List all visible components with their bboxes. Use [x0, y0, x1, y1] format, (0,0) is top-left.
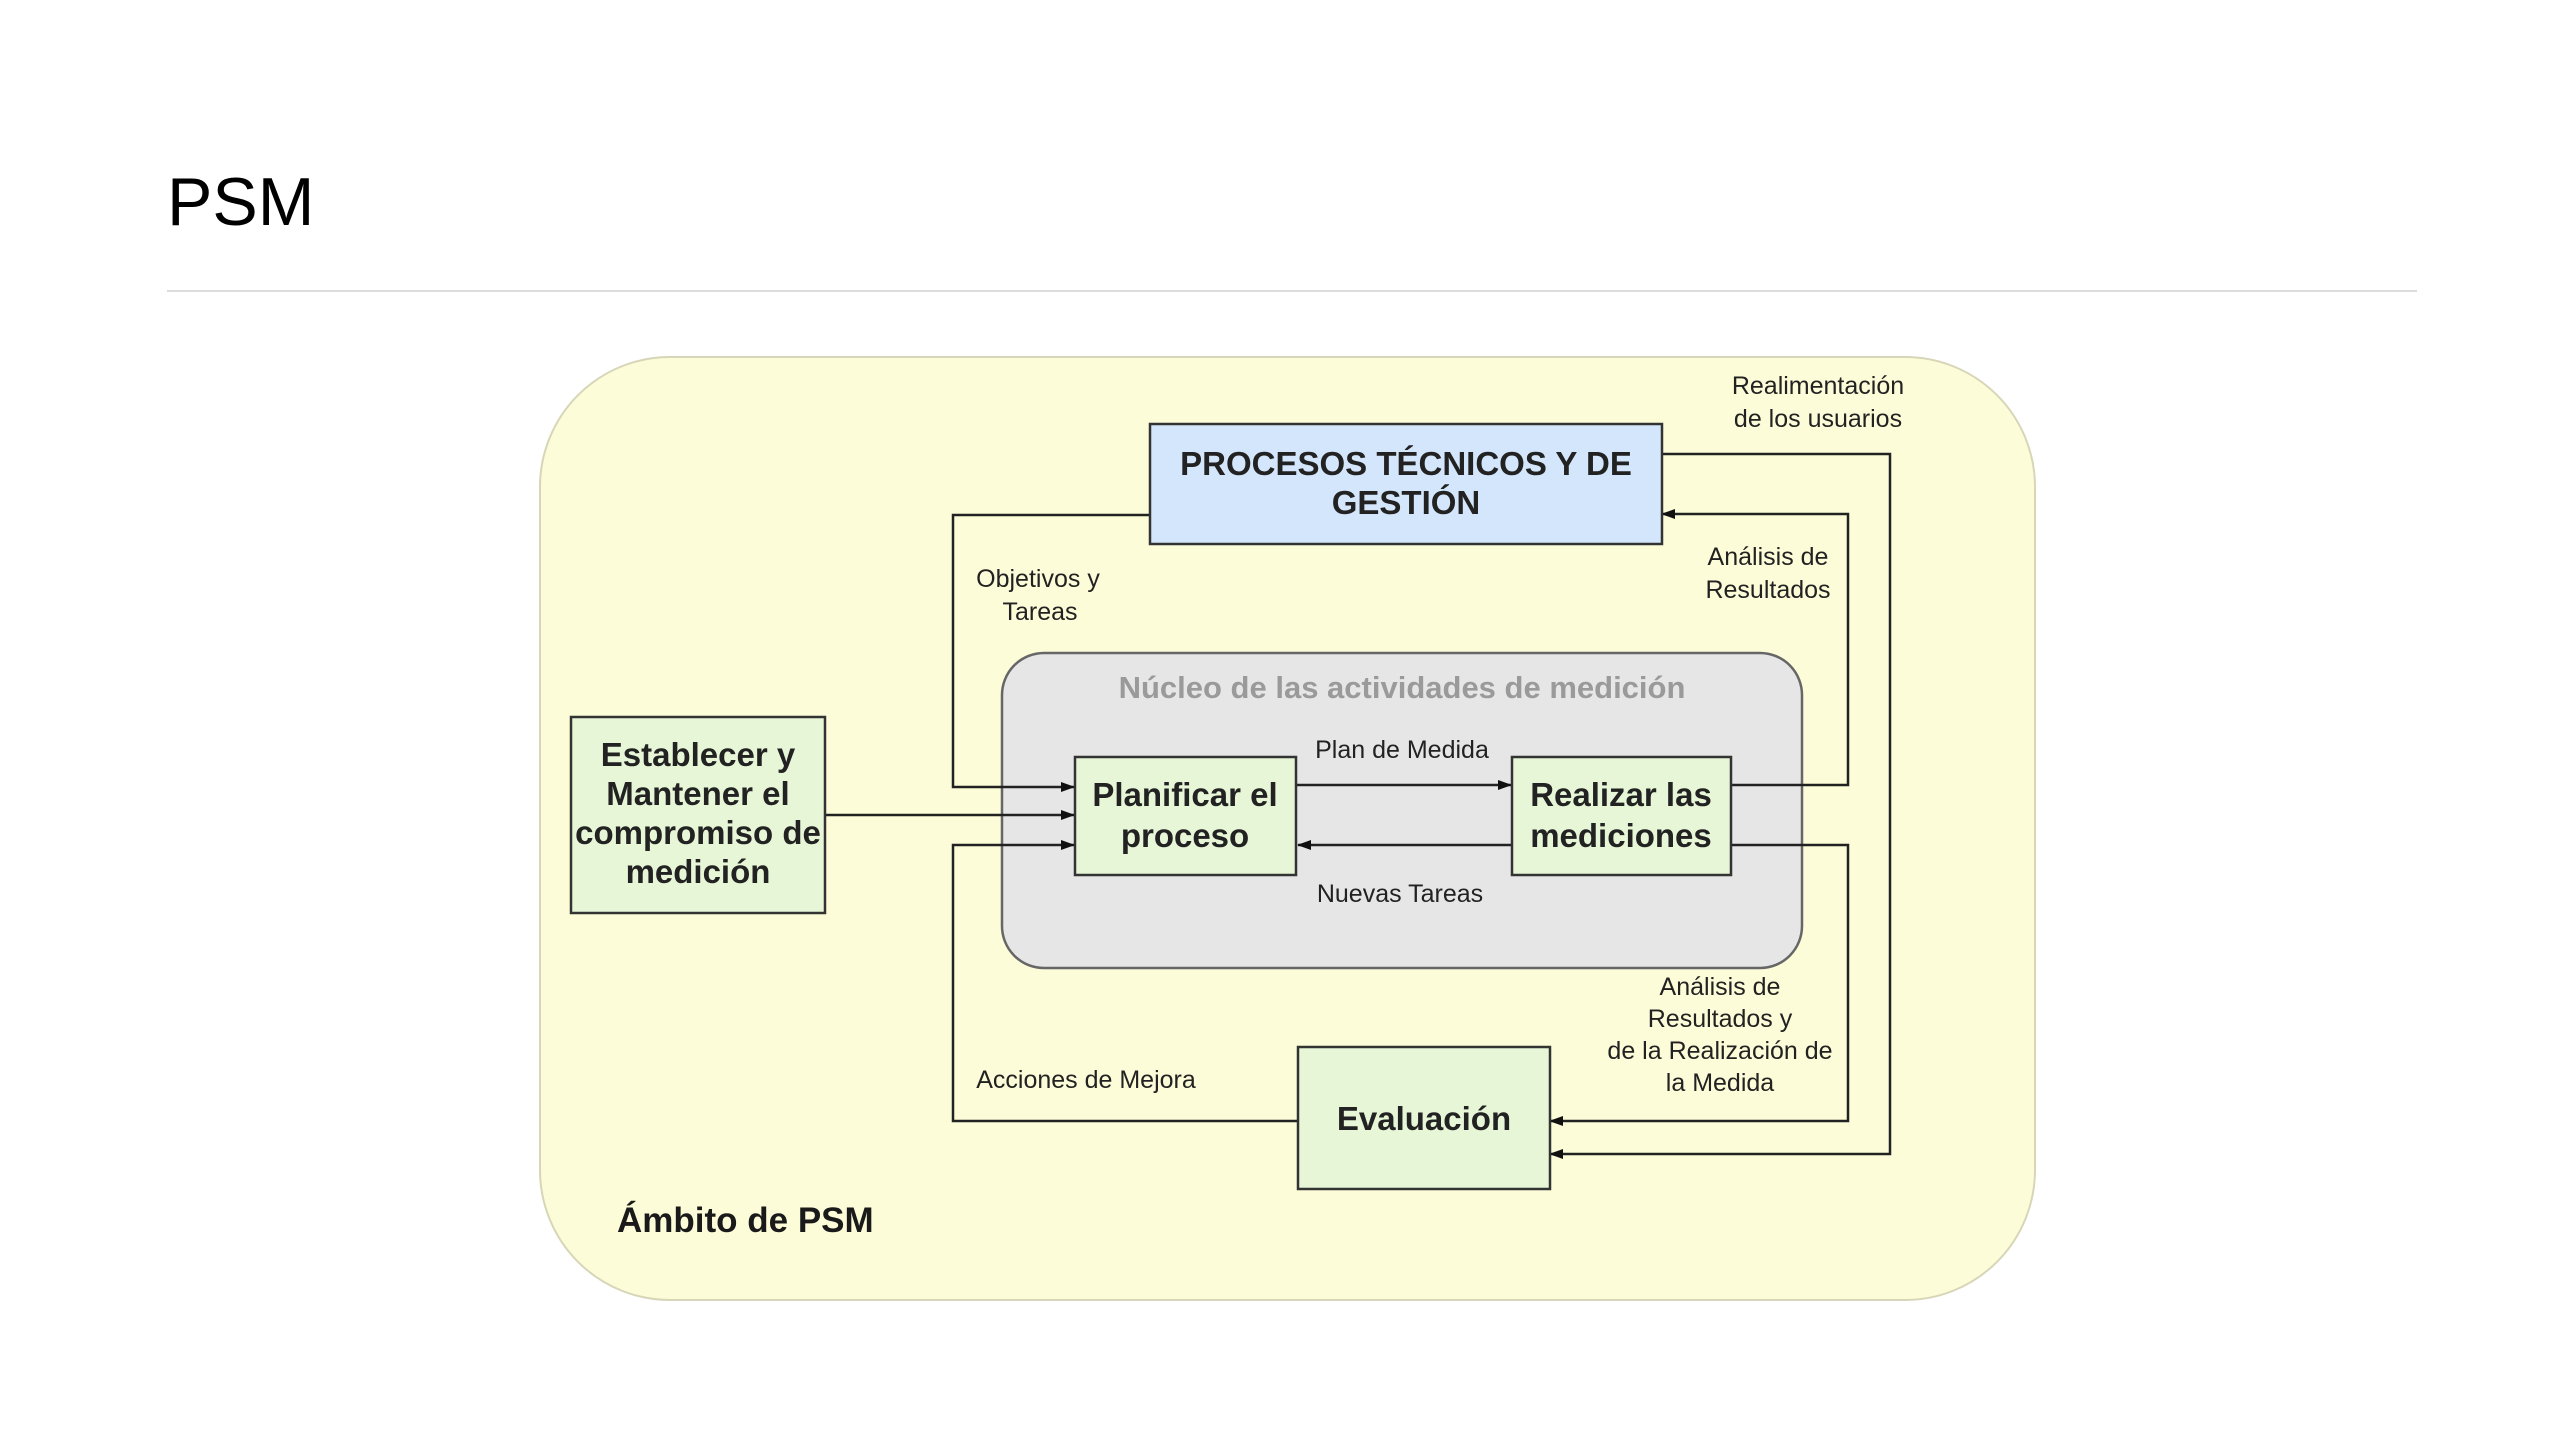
procesos-line-2: GESTIÓN — [1332, 484, 1481, 521]
label-plan-medida: Plan de Medida — [1315, 736, 1489, 764]
establecer-line-4: medición — [626, 853, 771, 890]
core-title: Núcleo de las actividades de medición — [1119, 670, 1686, 705]
label-objetivos-1: Objetivos y — [976, 565, 1100, 593]
label-analisis-realizacion-4: la Medida — [1666, 1069, 1774, 1097]
evaluacion-box: Evaluación — [1296, 1045, 1552, 1191]
connector-realimentacion — [1549, 452, 1892, 1159]
connector-acciones — [951, 840, 1298, 1123]
planificar-line-2: proceso — [1121, 817, 1249, 854]
realizar-box: Realizar las mediciones — [1510, 755, 1733, 877]
scope-label: Ámbito de PSM — [617, 1200, 874, 1240]
page-title: PSM — [167, 164, 315, 240]
establecer-box: Establecer y Mantener el compromiso de m… — [569, 715, 827, 915]
establecer-line-1: Establecer y — [601, 736, 796, 773]
label-analisis-realizacion-2: Resultados y — [1648, 1005, 1793, 1033]
label-realimentacion-2: de los usuarios — [1734, 405, 1902, 433]
label-analisis-2: Resultados — [1705, 576, 1830, 604]
realizar-line-2: mediciones — [1530, 817, 1712, 854]
title-divider — [167, 290, 2417, 292]
planificar-box: Planificar el proceso — [1073, 755, 1298, 877]
evaluacion-label: Evaluación — [1337, 1100, 1511, 1137]
connector-objetivos — [951, 513, 1150, 792]
establecer-line-3: compromiso de — [575, 814, 821, 851]
core-region — [1000, 651, 1804, 970]
planificar-line-1: Planificar el — [1092, 776, 1277, 813]
label-analisis-1: Análisis de — [1708, 543, 1829, 571]
label-realimentacion-1: Realimentación — [1732, 372, 1904, 400]
label-nuevas-tareas: Nuevas Tareas — [1317, 880, 1483, 908]
label-analisis-realizacion-3: de la Realización de — [1607, 1037, 1832, 1065]
connector-analisis-realizacion — [1549, 843, 1850, 1126]
label-acciones-mejora: Acciones de Mejora — [976, 1066, 1196, 1094]
establecer-line-2: Mantener el — [606, 775, 789, 812]
procesos-line-1: PROCESOS TÉCNICOS Y DE — [1180, 445, 1632, 482]
label-objetivos-2: Tareas — [1002, 598, 1077, 626]
label-analisis-realizacion-1: Análisis de — [1660, 973, 1781, 1001]
procesos-box: PROCESOS TÉCNICOS Y DE GESTIÓN — [1148, 422, 1664, 546]
realizar-line-1: Realizar las — [1530, 776, 1712, 813]
connector-analisis — [1661, 509, 1850, 787]
